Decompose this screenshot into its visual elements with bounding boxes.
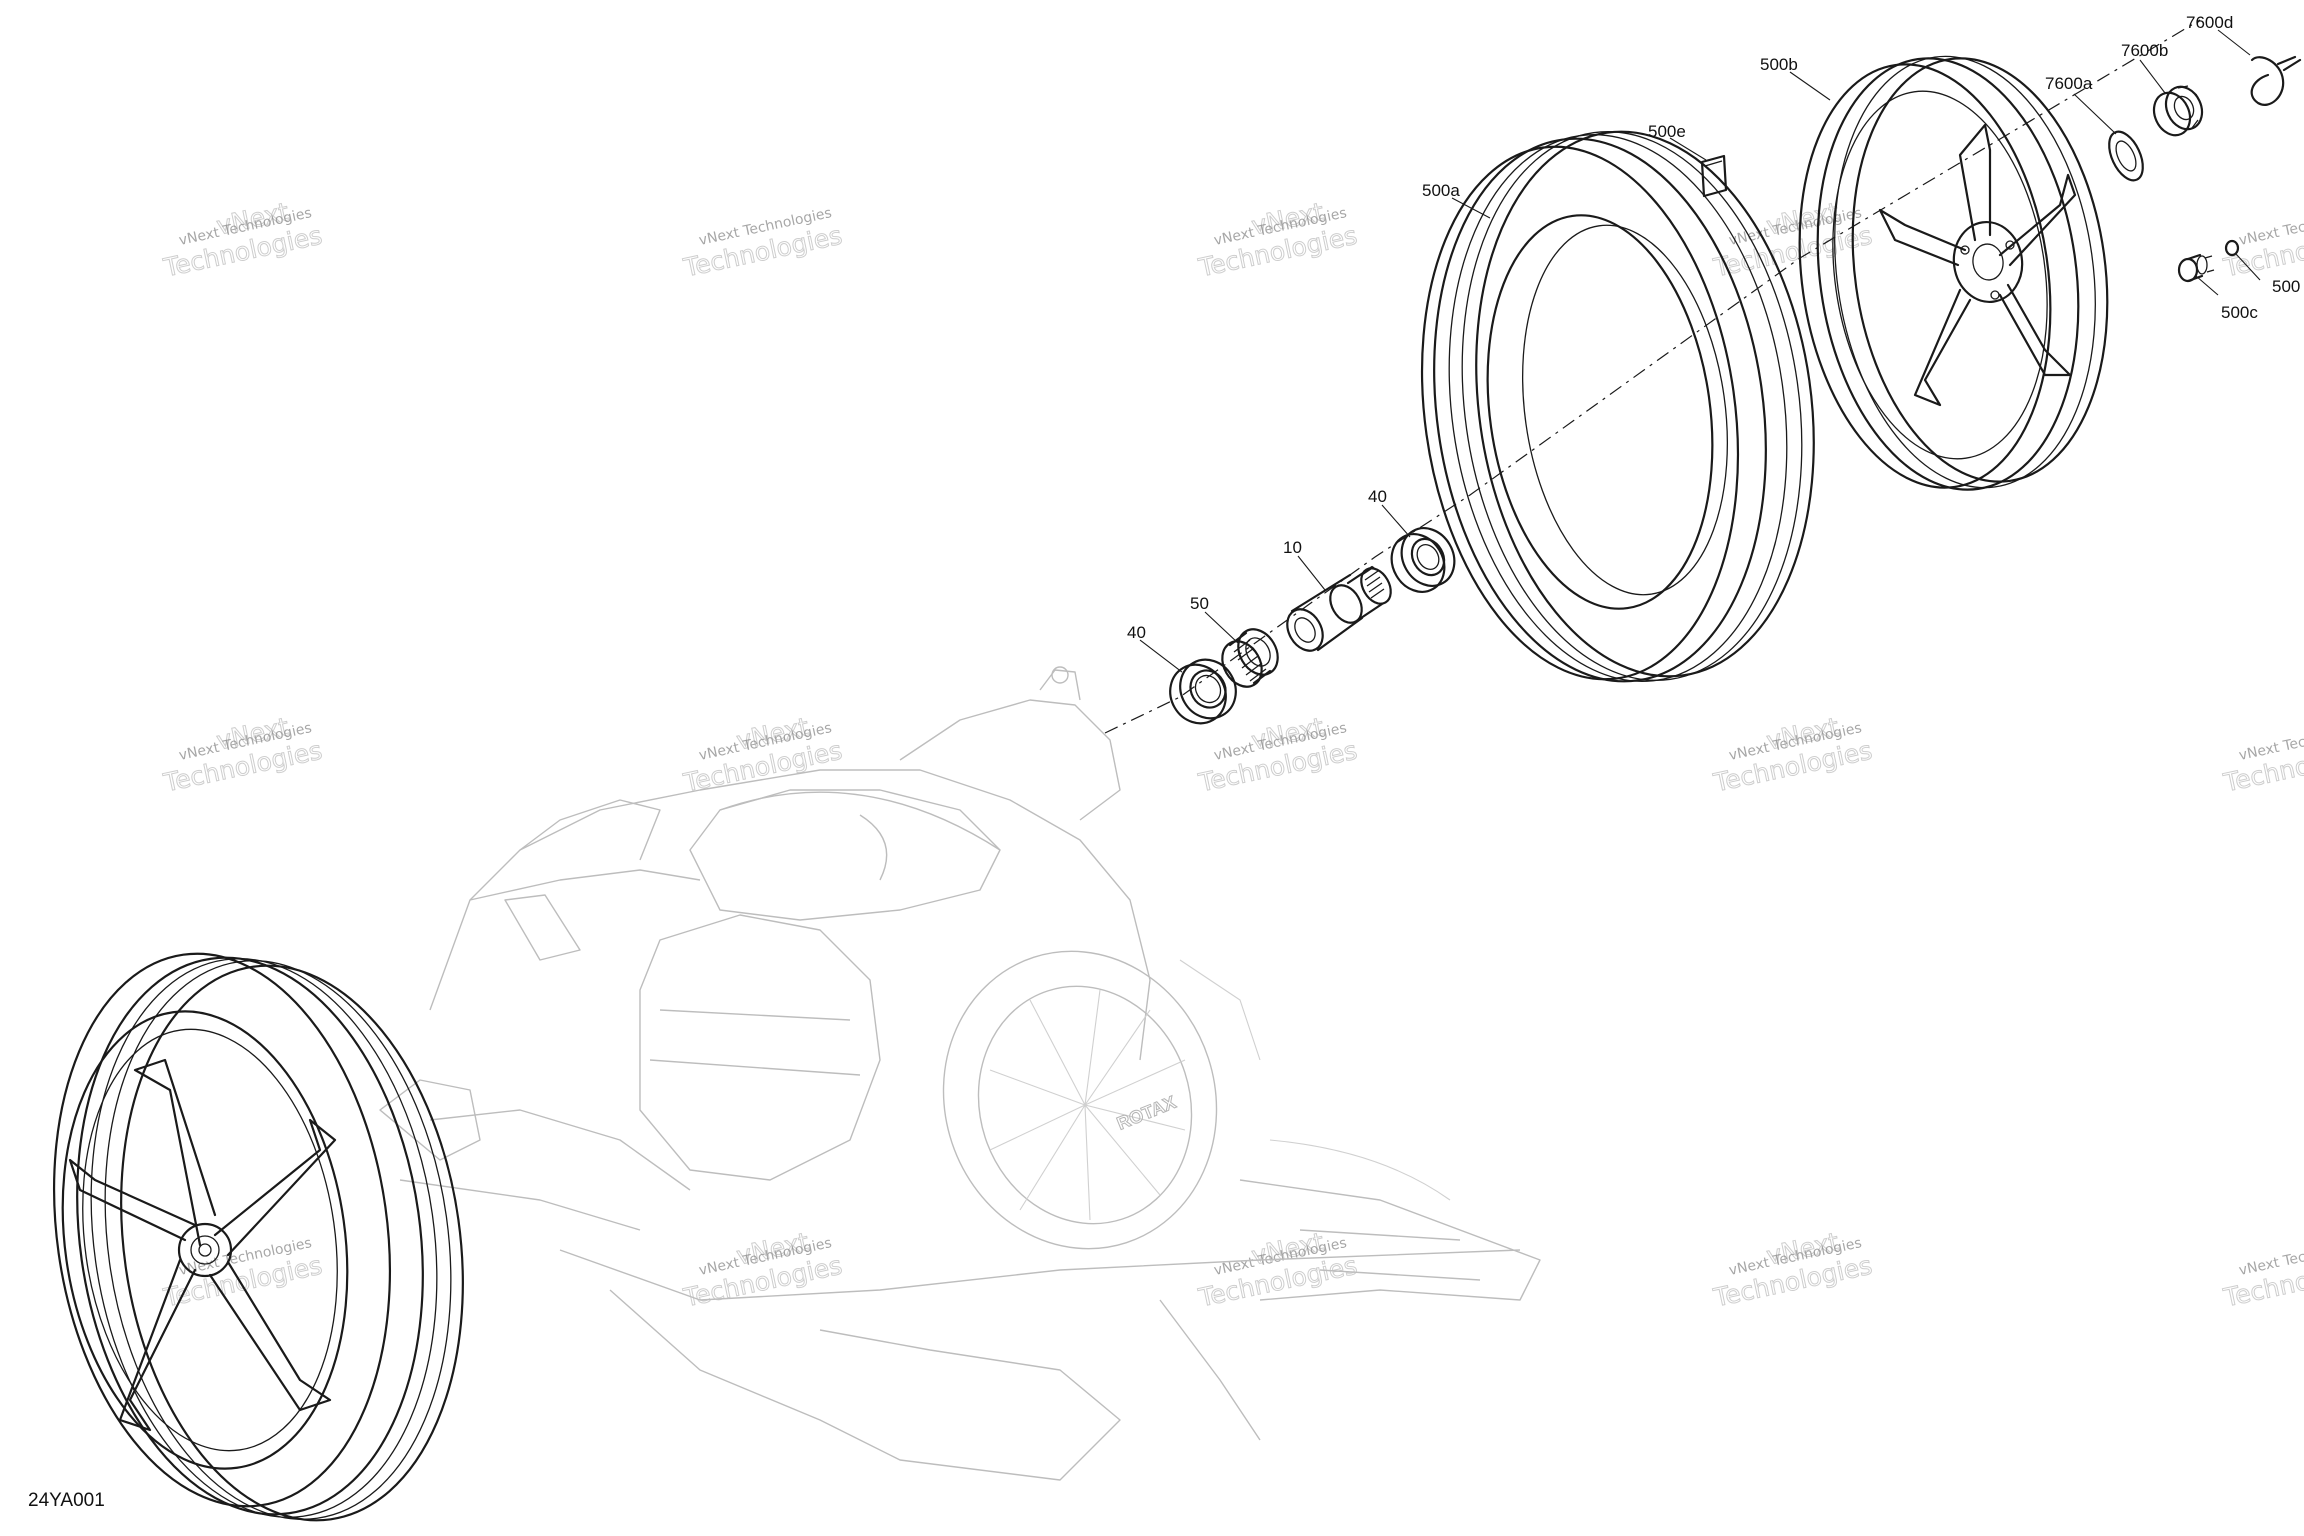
watermark: Technologies vNext Technologies: [2220, 1235, 2304, 1313]
callout-500e: 500e: [1648, 122, 1686, 141]
rear-wheel-assembled: [52, 952, 464, 1522]
watermark: Technologies vNext vNext Technologies: [160, 197, 325, 284]
callout-7600a: 7600a: [2045, 74, 2093, 93]
part-7600a-washer: [2108, 130, 2144, 182]
watermark: Technologies vNext vNext Technologies: [160, 712, 325, 799]
callout-10: 10: [1283, 538, 1302, 557]
part-500c-bolt: [2177, 253, 2215, 283]
callout-40-right: 40: [1368, 487, 1387, 506]
vehicle-ghost: ROTAX: [379, 666, 1541, 1481]
part-500e-small-plate: [1700, 154, 1728, 198]
callout-500-edge: 500: [2272, 277, 2300, 296]
watermark: Technologies vNext vNext Technologies: [1710, 1227, 1875, 1314]
watermark: Technologies vNext Technologies: [2220, 205, 2304, 283]
watermark: Technologies vNext vNext Technologies: [1195, 197, 1360, 284]
callout-500a: 500a: [1422, 181, 1460, 200]
callout-50: 50: [1190, 594, 1209, 613]
part-500-nut: [2224, 239, 2240, 257]
callout-500c: 500c: [2221, 303, 2258, 322]
watermark-layer: Technologies vNext vNext Technologies Te…: [160, 197, 2304, 1314]
callout-7600b: 7600b: [2121, 41, 2168, 60]
part-7600b-castle-nut: [2152, 85, 2204, 137]
figure-code: 24YA001: [28, 1490, 105, 1511]
watermark: Technologies vNext vNext Technologies: [680, 1227, 845, 1314]
watermark: Technologies vNext Technologies: [680, 205, 845, 283]
callout-7600d: 7600d: [2186, 13, 2233, 32]
part-500b-rim: [1798, 55, 2109, 491]
part-50-spline-sleeve: [1221, 628, 1279, 688]
part-10-shaft: [1286, 565, 1392, 652]
watermark: Technologies vNext Technologies: [160, 1235, 325, 1313]
engine-flywheel-cover: ROTAX: [942, 950, 1218, 1250]
rotax-marking: ROTAX: [1114, 1092, 1179, 1134]
part-40-bearing-right: [1390, 527, 1456, 593]
callout-500b: 500b: [1760, 55, 1798, 74]
watermark: Technologies vNext vNext Technologies: [680, 712, 845, 799]
callout-labels: 40 50 10 40 500a 500e 500b 7600a 7600b 7…: [1127, 13, 2300, 642]
leader-lines: [1139, 29, 2261, 673]
part-7600d-clip: [2250, 55, 2302, 106]
assembly-axis-line: [1104, 19, 2201, 734]
part-500a-tire: [1420, 130, 1815, 683]
part-40-bearing-left: [1169, 658, 1237, 725]
callout-40-left: 40: [1127, 623, 1146, 642]
watermark: Technologies vNext vNext Technologies: [1710, 197, 1875, 284]
watermark: Technologies vNext vNext Technologies: [1710, 712, 1875, 799]
watermark: Technologies vNext Technologies: [2220, 720, 2304, 798]
